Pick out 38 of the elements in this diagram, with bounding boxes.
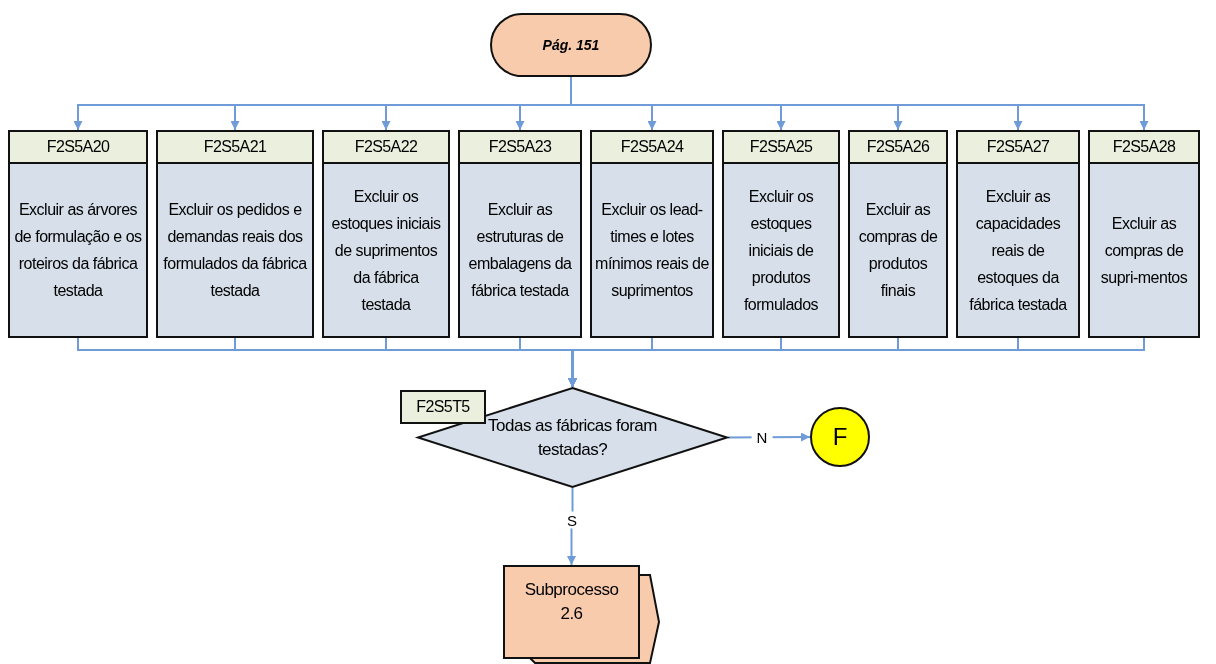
process-code: F2S5A23 [488,138,552,156]
process-code: F2S5A20 [46,138,110,156]
process-text: Excluir os estoques iniciais de suprimentos da fábrica testada [330,186,442,315]
end-connector-circle [810,407,870,467]
process-box [8,130,148,338]
process-box [458,130,582,338]
process-code: F2S5A28 [1112,138,1176,156]
process-code: F2S5A24 [620,138,684,156]
process-box [156,130,314,338]
connector-arrow [567,487,576,566]
decision-code-tag: F2S5T5 [400,390,486,424]
process-code: F2S5A27 [986,138,1050,156]
process-code: F2S5A26 [866,138,930,156]
subprocess-box [503,565,661,663]
process-text: Excluir as capacidades reais de estoques da fábrica testada [968,186,1068,315]
process-box [322,130,450,338]
connector-arrow [727,432,811,442]
connector-letter: F [832,423,848,451]
process-text: Excluir as estruturas de embalagens da fábrica testada [467,200,573,301]
subprocess-text: Subprocesso 2.6 [523,579,620,625]
process-text: Excluir os pedidos e demandas reais dos formulados da fábrica testada [162,200,308,301]
process-box [956,130,1080,338]
process-code: F2S5A25 [749,138,813,156]
page-reference: Pág. 151 [542,37,600,53]
process-text: Excluir os lead-times e lotes mínimos reais de suprimentos [595,200,709,301]
decision-question: Todas as fábricas foram testadas? [487,414,658,461]
process-code: F2S5A22 [354,138,418,156]
process-text: Excluir as compras de produtos finais [857,200,939,301]
process-box [1088,130,1200,338]
process-box [848,130,948,338]
terminator-box [490,13,652,77]
process-text: Excluir as árvores de formulação e os roteiros da fábrica testada [13,200,143,301]
process-text: Excluir os estoques iniciais de produtos formulados [742,186,820,315]
process-box [722,130,840,338]
process-box [590,130,714,338]
process-text: Excluir as compras de supri-mentos [1099,213,1189,288]
decision-diamond [417,387,728,488]
process-code: F2S5A21 [203,138,267,156]
